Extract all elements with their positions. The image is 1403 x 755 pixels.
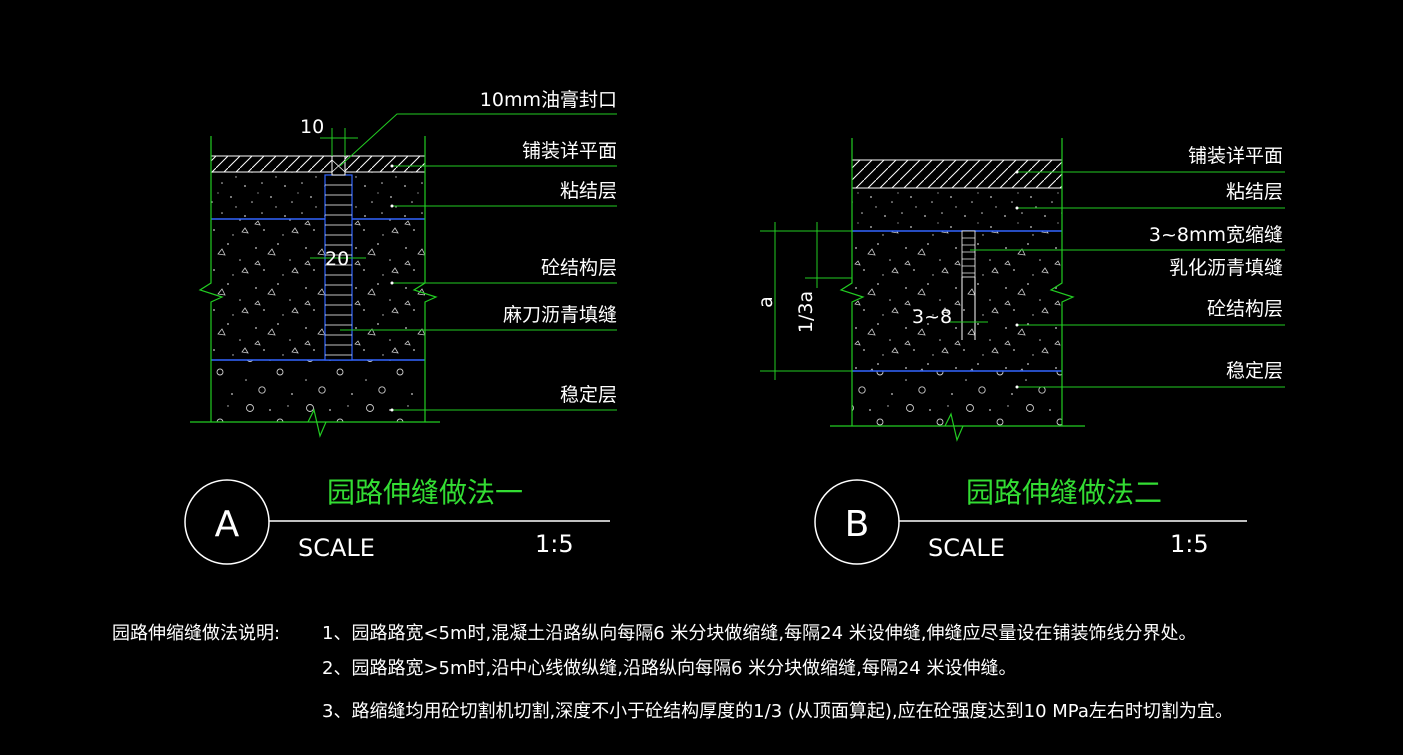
- a-label-concrete: 砼结构层: [541, 257, 617, 279]
- b-right-boundary: [1049, 138, 1075, 426]
- detail-a: 10 20 10mm油膏封口 铺装详平面 粘结层 砼结构层 麻刀沥青填缝 稳定层…: [184, 88, 617, 565]
- a-scale-value: 1:5: [535, 530, 574, 558]
- b-dim-a: a: [755, 296, 777, 308]
- note-item-2: 2、园路路宽>5m时,沿中心线做纵缝,沿路纵向每隔6 米分块做缩缝,每隔24 米…: [322, 658, 1016, 679]
- note-item-3: 3、路缩缝均用砼切割机切割,深度不小于砼结构厚度的1/3 (从顶面算起),应在砼…: [322, 701, 1233, 722]
- b-circle-letter: B: [845, 504, 870, 545]
- b-label-gap: 3~8mm宽缩缝: [1149, 224, 1283, 246]
- a-circle-letter: A: [215, 504, 240, 545]
- b-dim-third: 1/3a: [795, 291, 817, 333]
- b-label-bond: 粘结层: [1226, 181, 1283, 203]
- a-dim-mid: 20: [325, 248, 349, 270]
- a-joint-filler: [324, 174, 353, 361]
- b-bond-layer: [852, 188, 1062, 231]
- notes-heading: 园路伸缩缝做法说明:: [112, 623, 280, 644]
- b-concrete-layer: [852, 231, 1062, 371]
- a-title: 园路伸缝做法一: [327, 476, 523, 509]
- a-bond-layer: [211, 172, 425, 219]
- a-label-paving: 铺装详平面: [522, 140, 617, 162]
- a-label-seal: 10mm油膏封口: [480, 88, 617, 111]
- note-item-1: 1、园路路宽<5m时,混凝土沿路纵向每隔6 米分块做缩缝,每隔24 米设伸缝,伸…: [322, 623, 1196, 644]
- b-joint-filler: [961, 230, 976, 278]
- a-label-bond: 粘结层: [560, 180, 617, 202]
- a-concrete-layer: [211, 219, 425, 360]
- a-paving-layer: [210, 155, 426, 173]
- a-dim-top: 10: [300, 116, 324, 138]
- notes: 园路伸缩缝做法说明: 1、园路路宽<5m时,混凝土沿路纵向每隔6 米分块做缩缝,…: [112, 623, 1233, 722]
- a-label-stable: 稳定层: [560, 384, 617, 406]
- a-scale-word: SCALE: [298, 534, 375, 562]
- b-label-paving: 铺装详平面: [1188, 145, 1283, 167]
- b-stable-layer: [852, 371, 1062, 426]
- a-title-circle: [184, 479, 270, 565]
- b-scale-word: SCALE: [928, 534, 1005, 562]
- b-paving-layer: [851, 159, 1063, 189]
- a-stable-layer: [211, 360, 425, 422]
- a-right-boundary: [412, 136, 438, 422]
- a-label-filler: 麻刀沥青填缝: [503, 304, 617, 326]
- b-title: 园路伸缝做法二: [966, 476, 1162, 509]
- detail-b: 3~8 a 1/3a 铺装详平面 粘结层 3~8mm宽缩缝 乳化沥青填缝 砼结构…: [755, 138, 1285, 565]
- b-dim-depth: 3~8: [912, 306, 952, 328]
- b-label-concrete: 砼结构层: [1207, 298, 1283, 320]
- b-label-stable: 稳定层: [1226, 360, 1283, 382]
- b-title-circle: [814, 479, 900, 565]
- b-left-boundary: [839, 138, 865, 426]
- a-left-boundary: [198, 136, 224, 422]
- b-label-emulsion: 乳化沥青填缝: [1169, 257, 1283, 279]
- b-scale-value: 1:5: [1170, 530, 1209, 558]
